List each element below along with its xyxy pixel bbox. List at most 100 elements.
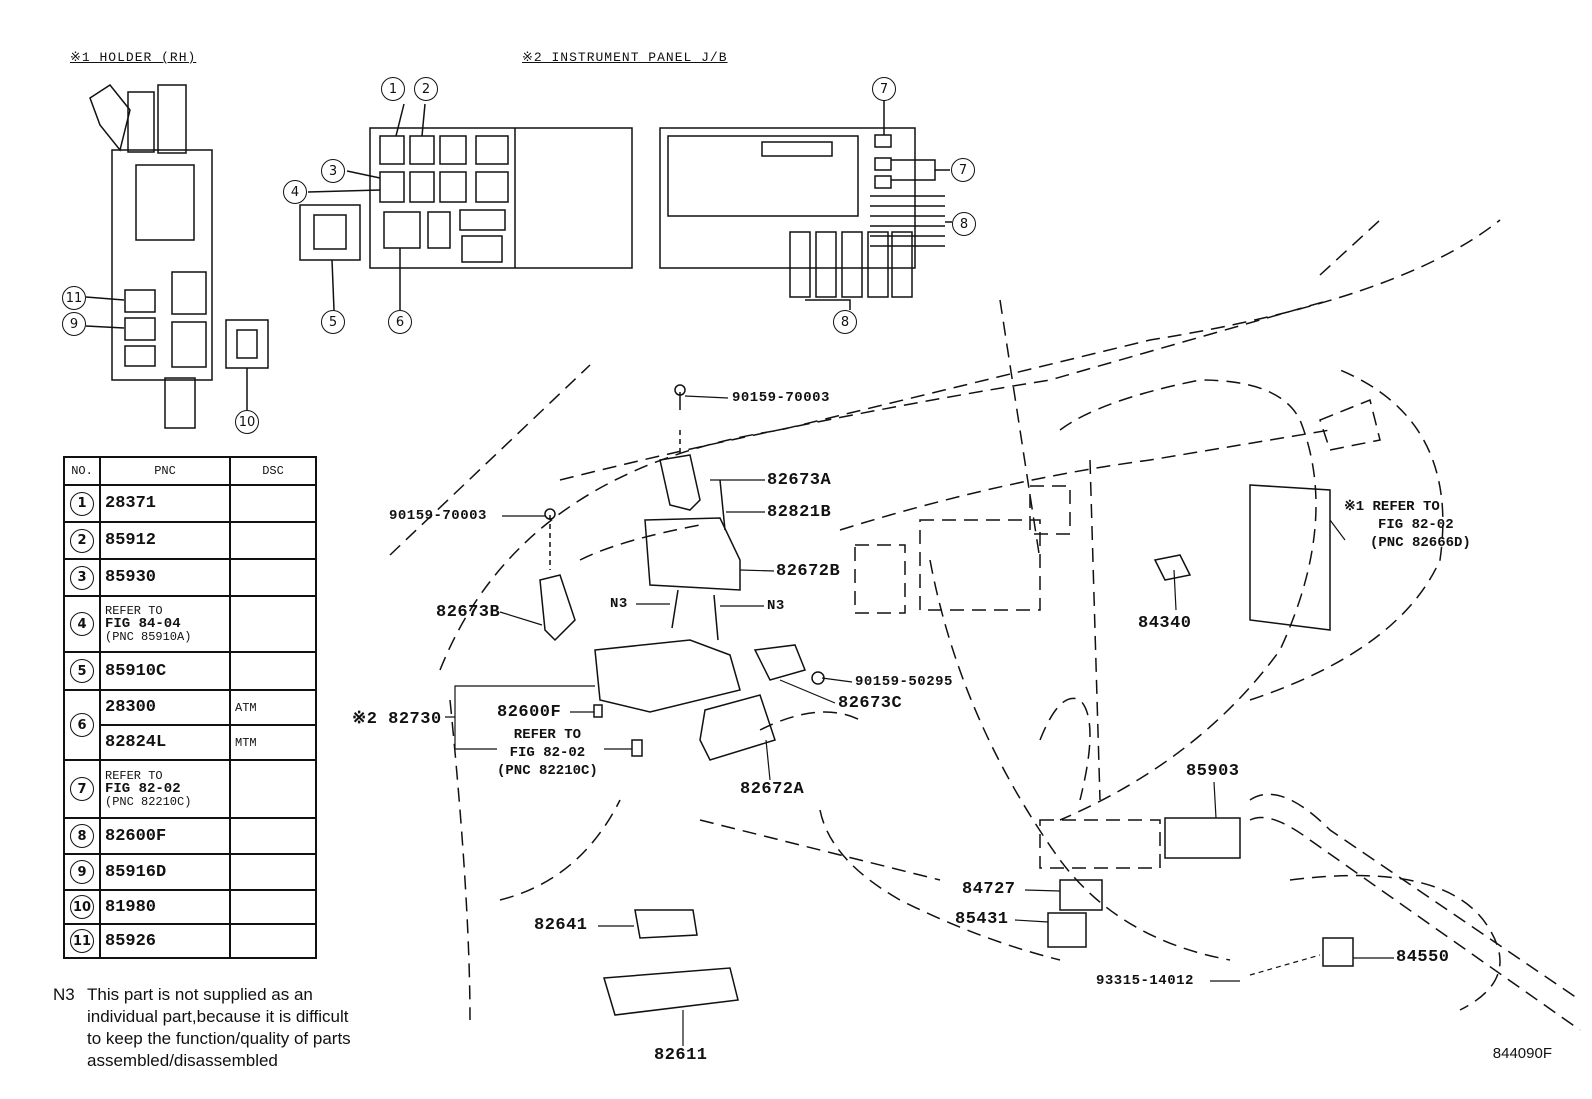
n3-note: N3 This part is not supplied as an indivi…	[53, 984, 351, 1072]
table-row: 82824L MTM	[64, 724, 317, 761]
part-label-82641: 82641	[534, 916, 588, 935]
col-no: NO.	[63, 456, 101, 486]
ref-line-3: (PNC 82210C)	[105, 794, 192, 809]
part-label-n3-left: N3	[610, 596, 628, 612]
callout-7-top: 7	[872, 77, 896, 101]
row-pnc: 81980	[99, 889, 231, 925]
part-sketches	[539, 384, 1354, 1016]
callout-1: 1	[381, 77, 405, 101]
table-row: 4 REFER TO FIG 84-04 (PNC 85910A)	[63, 595, 317, 653]
pnc-table: NO. PNC DSC 1 28371 2 85912 3 85930 4 RE…	[63, 456, 317, 959]
part-label-93315-14012: 93315-14012	[1096, 973, 1194, 989]
callout-2: 2	[414, 77, 438, 101]
holder-rh-drawing	[85, 84, 269, 429]
part-label-82672b: 82672B	[776, 562, 841, 581]
row-num: 1	[70, 491, 94, 516]
part-label-82673b: 82673B	[436, 603, 501, 622]
part-label-82673a: 82673A	[767, 471, 832, 490]
row-pnc: 82600F	[99, 817, 231, 855]
part-label-82730: ※2 82730	[352, 710, 442, 729]
refer-right-line-1: ※1 REFER TO	[1344, 499, 1440, 515]
row-dsc	[229, 595, 317, 653]
row-dsc	[229, 484, 317, 523]
table-row: 6 28300 ATM	[63, 689, 317, 761]
row-pnc: 85930	[99, 558, 231, 597]
table-header-row: NO. PNC DSC	[63, 456, 317, 486]
table-row: 9 85916D	[63, 853, 317, 891]
row-dsc	[229, 651, 317, 691]
row-num: 9	[70, 860, 94, 884]
refer-center: REFER TO FIG 82-02 (PNC 82210C)	[497, 726, 598, 780]
ref-line-2: FIG 84-04	[105, 615, 181, 632]
row-pnc: 85916D	[99, 853, 231, 891]
row-reference: REFER TO FIG 84-04 (PNC 85910A)	[99, 595, 231, 653]
part-label-90159-70003-top: 90159-70003	[732, 390, 830, 406]
junction-block-left-drawing	[299, 103, 633, 311]
row-num: 3	[70, 565, 94, 590]
row-num: 2	[70, 528, 94, 553]
refer-right-line-3: (PNC 82666D)	[1370, 535, 1471, 551]
row-reference: REFER TO FIG 82-02 (PNC 82210C)	[99, 759, 231, 819]
ref-line-1: REFER TO	[105, 768, 163, 783]
callout-8-side: 8	[952, 212, 976, 236]
row-dsc	[229, 558, 317, 597]
note-tag: N3	[53, 985, 75, 1004]
row-num: 5	[70, 659, 94, 683]
part-label-90159-70003-left: 90159-70003	[389, 508, 487, 524]
callout-3: 3	[321, 159, 345, 183]
row-dsc	[229, 521, 317, 560]
refer-right: ※1 REFER TO FIG 82-02 (PNC 82666D)	[1344, 498, 1471, 552]
note-line-1: This part is not supplied as an	[87, 985, 313, 1004]
refer-center-line-1: REFER TO	[513, 727, 582, 743]
col-pnc: PNC	[99, 456, 231, 486]
row-dsc	[229, 817, 317, 855]
row-pnc: 85912	[99, 521, 231, 560]
refer-center-line-2: FIG 82-02	[509, 745, 586, 761]
ref-line-2: FIG 82-02	[105, 780, 181, 797]
holder-rh-title: ※1 HOLDER (RH)	[70, 50, 197, 65]
note-line-2: individual part,because it is difficult	[87, 1007, 349, 1026]
junction-block-title: ※2 INSTRUMENT PANEL J/B	[522, 50, 728, 65]
row-dsc: ATM	[229, 689, 317, 726]
table-row: 11 85926	[63, 923, 317, 959]
part-label-82672a: 82672A	[740, 780, 805, 799]
steering-column	[1249, 793, 1581, 1031]
row-pnc: 82824L	[99, 724, 231, 761]
figure-id: 844090F	[1492, 1045, 1552, 1062]
row-dsc	[229, 853, 317, 891]
row-num: 10	[70, 895, 94, 919]
part-label-82673c: 82673C	[838, 694, 903, 713]
callout-8-bottom: 8	[833, 310, 857, 334]
part-label-82600f: 82600F	[497, 703, 562, 722]
leader-lines	[445, 395, 1394, 1046]
callout-6: 6	[388, 310, 412, 334]
table-row: 1 28371	[63, 484, 317, 523]
callout-4: 4	[283, 180, 307, 204]
ref-line-3: (PNC 85910A)	[105, 629, 192, 644]
dashboard-outline	[389, 219, 1501, 1021]
row-dsc: MTM	[229, 724, 317, 761]
row-num: 8	[70, 824, 94, 848]
callout-9: 9	[62, 312, 86, 336]
part-label-82821b: 82821B	[767, 503, 832, 522]
ref-line-1: REFER TO	[105, 603, 163, 618]
refer-right-line-2: FIG 82-02	[1378, 517, 1454, 533]
table-row: 7 REFER TO FIG 82-02 (PNC 82210C)	[63, 759, 317, 819]
row-num: 7	[70, 777, 94, 801]
part-label-85431: 85431	[955, 910, 1009, 929]
table-row: 3 85930	[63, 558, 317, 597]
row-dsc	[229, 759, 317, 819]
callout-5: 5	[321, 310, 345, 334]
refer-center-line-3: (PNC 82210C)	[497, 763, 598, 779]
col-dsc: DSC	[229, 456, 317, 486]
callout-11: 11	[62, 286, 86, 310]
table-row: 10 81980	[63, 889, 317, 925]
part-label-85903: 85903	[1186, 762, 1240, 781]
note-line-3: to keep the function/quality of parts	[87, 1029, 351, 1048]
table-row: 8 82600F	[63, 817, 317, 855]
row-num: 11	[70, 929, 94, 953]
part-label-82611: 82611	[654, 1046, 708, 1065]
row-dsc	[229, 889, 317, 925]
